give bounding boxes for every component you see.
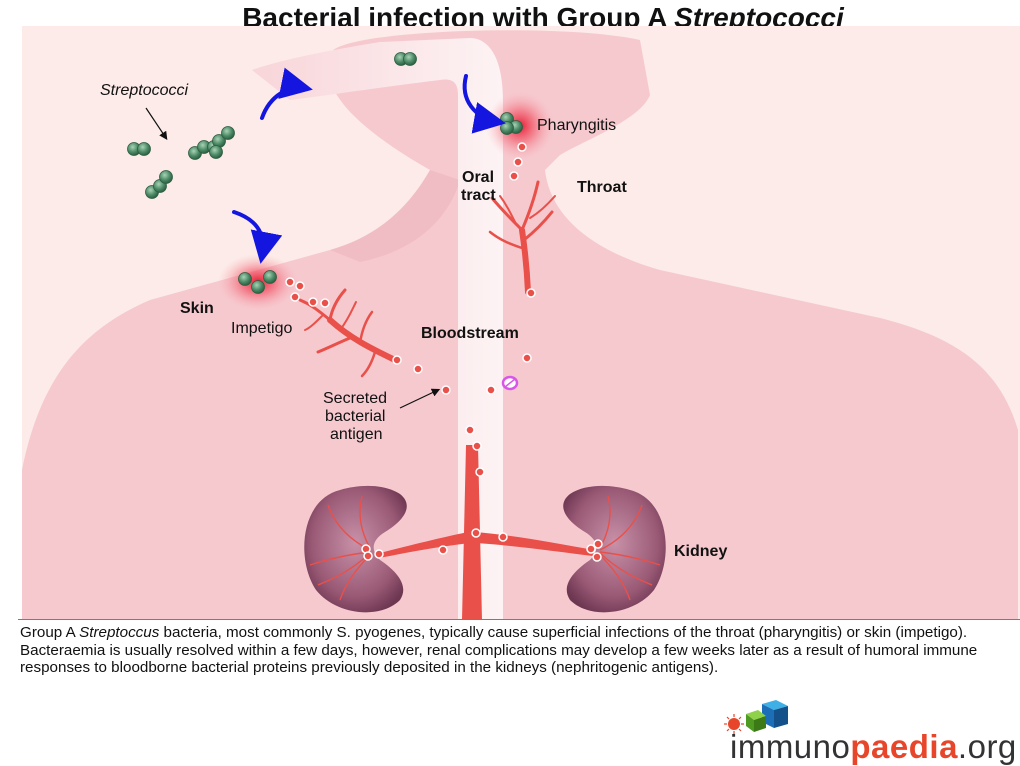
label-tract: tract <box>461 187 496 204</box>
label-skin: Skin <box>180 300 214 317</box>
renal-vessel-left <box>372 532 470 559</box>
arrow-to-skin <box>232 210 283 264</box>
arrow-to-airway <box>260 67 313 120</box>
neck-shade <box>330 170 460 262</box>
label-bloodstream: Bloodstream <box>421 325 519 342</box>
infection-diagram: Streptococci Pharyngitis Oral tract Thro… <box>22 26 1020 620</box>
label-oral: Oral <box>462 169 494 186</box>
label-secreted: Secreted <box>323 390 387 407</box>
throat-capillaries <box>488 180 556 295</box>
label-streptococci: Streptococci <box>100 82 188 99</box>
secreted-antigens <box>285 142 603 562</box>
logo-part2: paedia <box>850 728 958 765</box>
label-kidney: Kidney <box>674 543 727 560</box>
label-antigen: antigen <box>330 426 383 443</box>
immunopaedia-logo[interactable]: immunopaedia.org <box>718 700 1016 765</box>
label-pharyngitis: Pharyngitis <box>537 117 616 134</box>
logo-cubes-icon <box>724 700 788 734</box>
label-throat: Throat <box>577 179 627 196</box>
caption-italic: Streptoccus <box>79 624 160 641</box>
label-impetigo: Impetigo <box>231 320 292 337</box>
body-silhouette <box>22 30 1018 620</box>
caption-part1: Group A <box>20 624 80 641</box>
caption-part2: bacteria, most commonly S. pyogenes, typ… <box>20 624 978 676</box>
caption: Group A Streptoccus bacteria, most commo… <box>20 624 1010 677</box>
logo-part1: immuno <box>730 728 851 765</box>
antigen-antibody-complex <box>501 375 519 391</box>
antigen-pointer <box>399 388 441 409</box>
skin-capillaries <box>298 288 398 378</box>
logo-wordmark: immunopaedia.org <box>730 728 1017 766</box>
label-bacterial: bacterial <box>325 408 385 425</box>
transmission-arrows <box>232 67 506 264</box>
streptococci-bacteria <box>127 52 523 294</box>
caption-divider <box>18 619 1020 620</box>
streptococci-pointer <box>145 107 168 140</box>
arrow-to-throat <box>462 74 506 134</box>
logo-part3: .org <box>957 728 1017 765</box>
